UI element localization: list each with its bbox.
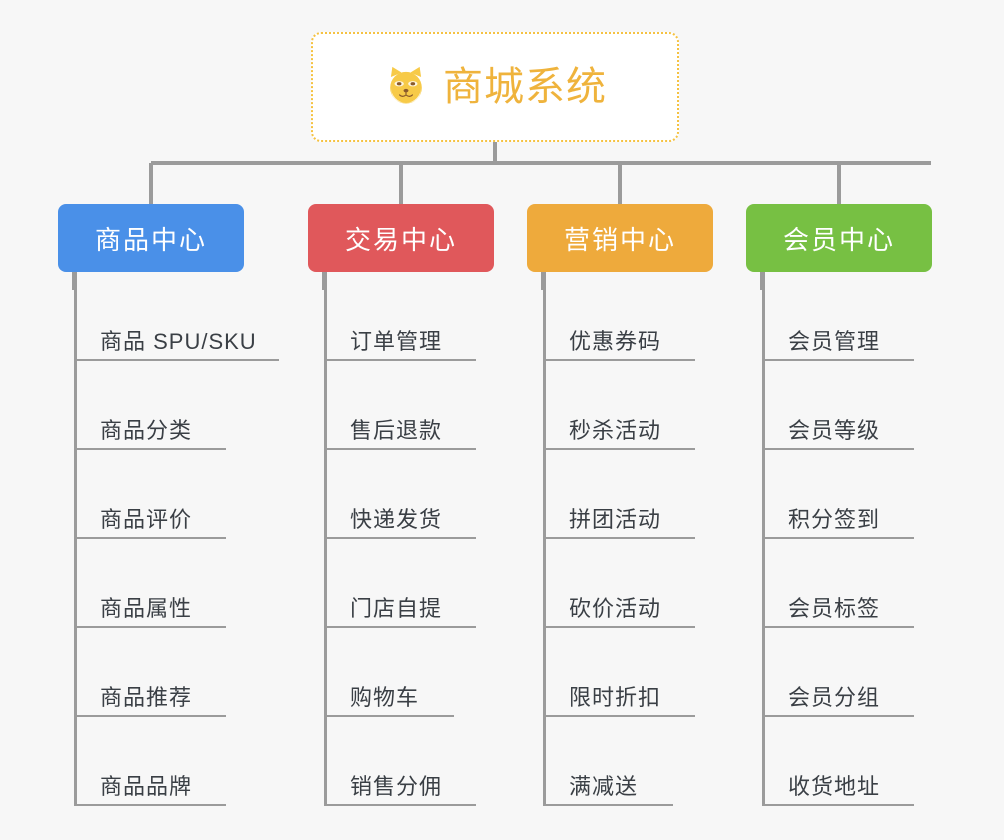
branch-item-list-marketing: 优惠券码 秒杀活动 拼团活动 砍价活动 限时折扣 满减送 bbox=[543, 272, 713, 806]
branch-item[interactable]: 满减送 bbox=[543, 717, 713, 806]
branch-header-member[interactable]: 会员中心 bbox=[746, 204, 932, 272]
branch-item-label: 秒杀活动 bbox=[569, 418, 662, 443]
branch-item[interactable]: 会员管理 bbox=[762, 272, 932, 361]
branch-item-label: 商品品牌 bbox=[100, 774, 193, 799]
branch-item-label: 购物车 bbox=[350, 685, 420, 710]
branch-item-label: 销售分佣 bbox=[350, 774, 443, 799]
branch-item-label: 订单管理 bbox=[350, 329, 443, 354]
root-title: 商城系统 bbox=[443, 65, 607, 109]
branch-item-label: 商品推荐 bbox=[100, 685, 193, 710]
branch-item-label: 满减送 bbox=[569, 774, 639, 799]
branch-item-label: 会员等级 bbox=[788, 418, 881, 443]
branch-item-label: 售后退款 bbox=[350, 418, 443, 443]
branch-item-list-product: 商品 SPU/SKU 商品分类 商品评价 商品属性 商品推荐 商品品牌 bbox=[74, 272, 279, 806]
branch-header-label: 交易中心 bbox=[344, 224, 457, 255]
branch-item-label: 商品分类 bbox=[100, 418, 193, 443]
branch-item[interactable]: 砍价活动 bbox=[543, 539, 713, 628]
branch-item-label: 会员分组 bbox=[788, 685, 881, 710]
branch-item[interactable]: 会员分组 bbox=[762, 628, 932, 717]
branch-item-label: 会员标签 bbox=[788, 596, 881, 621]
branch-header-label: 会员中心 bbox=[782, 224, 895, 255]
branch-item[interactable]: 售后退款 bbox=[324, 361, 494, 450]
branch-item-list-trade: 订单管理 售后退款 快递发货 门店自提 购物车 销售分佣 bbox=[324, 272, 494, 806]
branch-item-label: 拼团活动 bbox=[569, 507, 662, 532]
root-node[interactable]: 商城系统 bbox=[311, 32, 679, 142]
branch-item[interactable]: 门店自提 bbox=[324, 539, 494, 628]
branch-header-marketing[interactable]: 营销中心 bbox=[527, 204, 713, 272]
branch-item-list-member: 会员管理 会员等级 积分签到 会员标签 会员分组 收货地址 bbox=[762, 272, 932, 806]
branch-item-label: 快递发货 bbox=[350, 507, 443, 532]
branch-item-label: 砍价活动 bbox=[569, 596, 662, 621]
branch-item-label: 收货地址 bbox=[788, 774, 881, 799]
branch-item-label: 优惠券码 bbox=[569, 329, 662, 354]
branch-item-label: 商品评价 bbox=[100, 507, 193, 532]
branch-column-marketing: 营销中心 优惠券码 秒杀活动 拼团活动 砍价活动 限时折扣 满减送 bbox=[527, 204, 713, 806]
branch-column-member: 会员中心 会员管理 会员等级 积分签到 会员标签 会员分组 收货地址 bbox=[746, 204, 932, 806]
branch-item[interactable]: 拼团活动 bbox=[543, 450, 713, 539]
branch-item[interactable]: 收货地址 bbox=[762, 717, 932, 806]
branch-item-label: 商品属性 bbox=[100, 596, 193, 621]
branch-item-label: 门店自提 bbox=[350, 596, 443, 621]
branch-item[interactable]: 购物车 bbox=[324, 628, 494, 717]
branch-item-label: 限时折扣 bbox=[569, 685, 662, 710]
branch-header-trade[interactable]: 交易中心 bbox=[308, 204, 494, 272]
branch-item-label: 积分签到 bbox=[788, 507, 881, 532]
branch-item[interactable]: 销售分佣 bbox=[324, 717, 494, 806]
branch-item[interactable]: 限时折扣 bbox=[543, 628, 713, 717]
branch-item[interactable]: 快递发货 bbox=[324, 450, 494, 539]
branch-item[interactable]: 优惠券码 bbox=[543, 272, 713, 361]
branch-item[interactable]: 商品评价 bbox=[74, 450, 257, 539]
branch-item-label: 会员管理 bbox=[788, 329, 881, 354]
branch-item-label: 商品 SPU/SKU bbox=[100, 329, 257, 354]
branch-item[interactable]: 会员等级 bbox=[762, 361, 932, 450]
branch-column-trade: 交易中心 订单管理 售后退款 快递发货 门店自提 购物车 销售分佣 bbox=[308, 204, 494, 806]
branch-item[interactable]: 订单管理 bbox=[324, 272, 494, 361]
branch-item[interactable]: 商品属性 bbox=[74, 539, 257, 628]
branch-column-product: 商品中心 商品 SPU/SKU 商品分类 商品评价 商品属性 商品推荐 商品品牌 bbox=[58, 204, 279, 806]
branch-item[interactable]: 会员标签 bbox=[762, 539, 932, 628]
branch-item[interactable]: 积分签到 bbox=[762, 450, 932, 539]
branch-header-label: 营销中心 bbox=[563, 224, 676, 255]
branch-header-product[interactable]: 商品中心 bbox=[58, 204, 244, 272]
branch-item[interactable]: 秒杀活动 bbox=[543, 361, 713, 450]
shiba-dog-icon bbox=[390, 66, 422, 105]
branch-item[interactable]: 商品 SPU/SKU bbox=[74, 272, 279, 361]
branch-header-label: 商品中心 bbox=[94, 224, 207, 255]
branch-item[interactable]: 商品品牌 bbox=[74, 717, 257, 806]
branch-item[interactable]: 商品推荐 bbox=[74, 628, 257, 717]
branch-item[interactable]: 商品分类 bbox=[74, 361, 257, 450]
